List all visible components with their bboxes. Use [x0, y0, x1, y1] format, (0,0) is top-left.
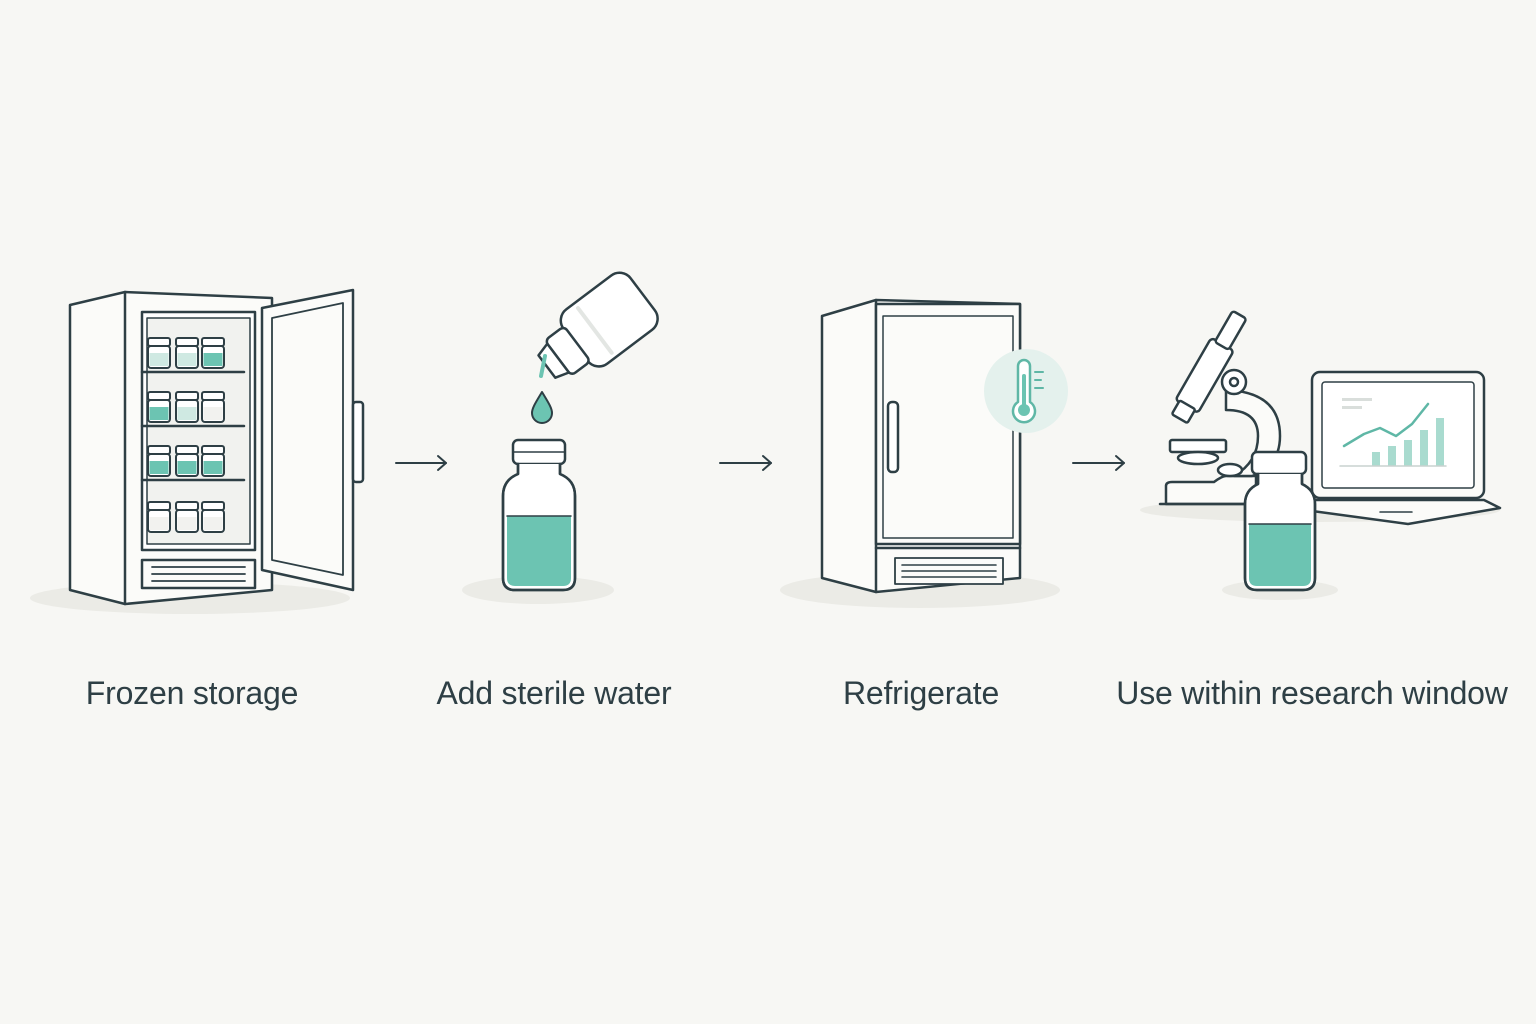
water-drop-icon	[531, 391, 553, 424]
frozen-vials	[147, 337, 225, 533]
step-label-use-within-research-window: Use within research window	[1116, 675, 1508, 711]
arrow-right-icon	[1072, 455, 1125, 471]
vial	[201, 445, 225, 477]
arrow-right-icon	[719, 455, 772, 471]
vial	[201, 501, 225, 533]
vial	[147, 337, 171, 369]
vial	[175, 391, 199, 423]
vial	[147, 445, 171, 477]
vial-icon	[1222, 450, 1338, 600]
thermometer-icon	[984, 349, 1068, 433]
step-label-refrigerate: Refrigerate	[842, 675, 1000, 711]
vial	[147, 391, 171, 423]
vial	[201, 391, 225, 423]
dropper-bottle-icon	[537, 271, 659, 379]
vial	[175, 445, 199, 477]
vial	[201, 337, 225, 369]
step-label-add-sterile-water: Add sterile water	[436, 675, 672, 711]
vial	[175, 501, 199, 533]
microscope-icon	[1158, 310, 1282, 506]
trend-chart-graphic	[1339, 398, 1447, 467]
vial	[147, 501, 171, 533]
vial	[175, 337, 199, 369]
refrigerator-icon	[780, 298, 1060, 608]
arrow-right-icon	[395, 455, 447, 471]
step-label-frozen-storage: Frozen storage	[85, 675, 299, 711]
vial-icon	[462, 438, 614, 604]
